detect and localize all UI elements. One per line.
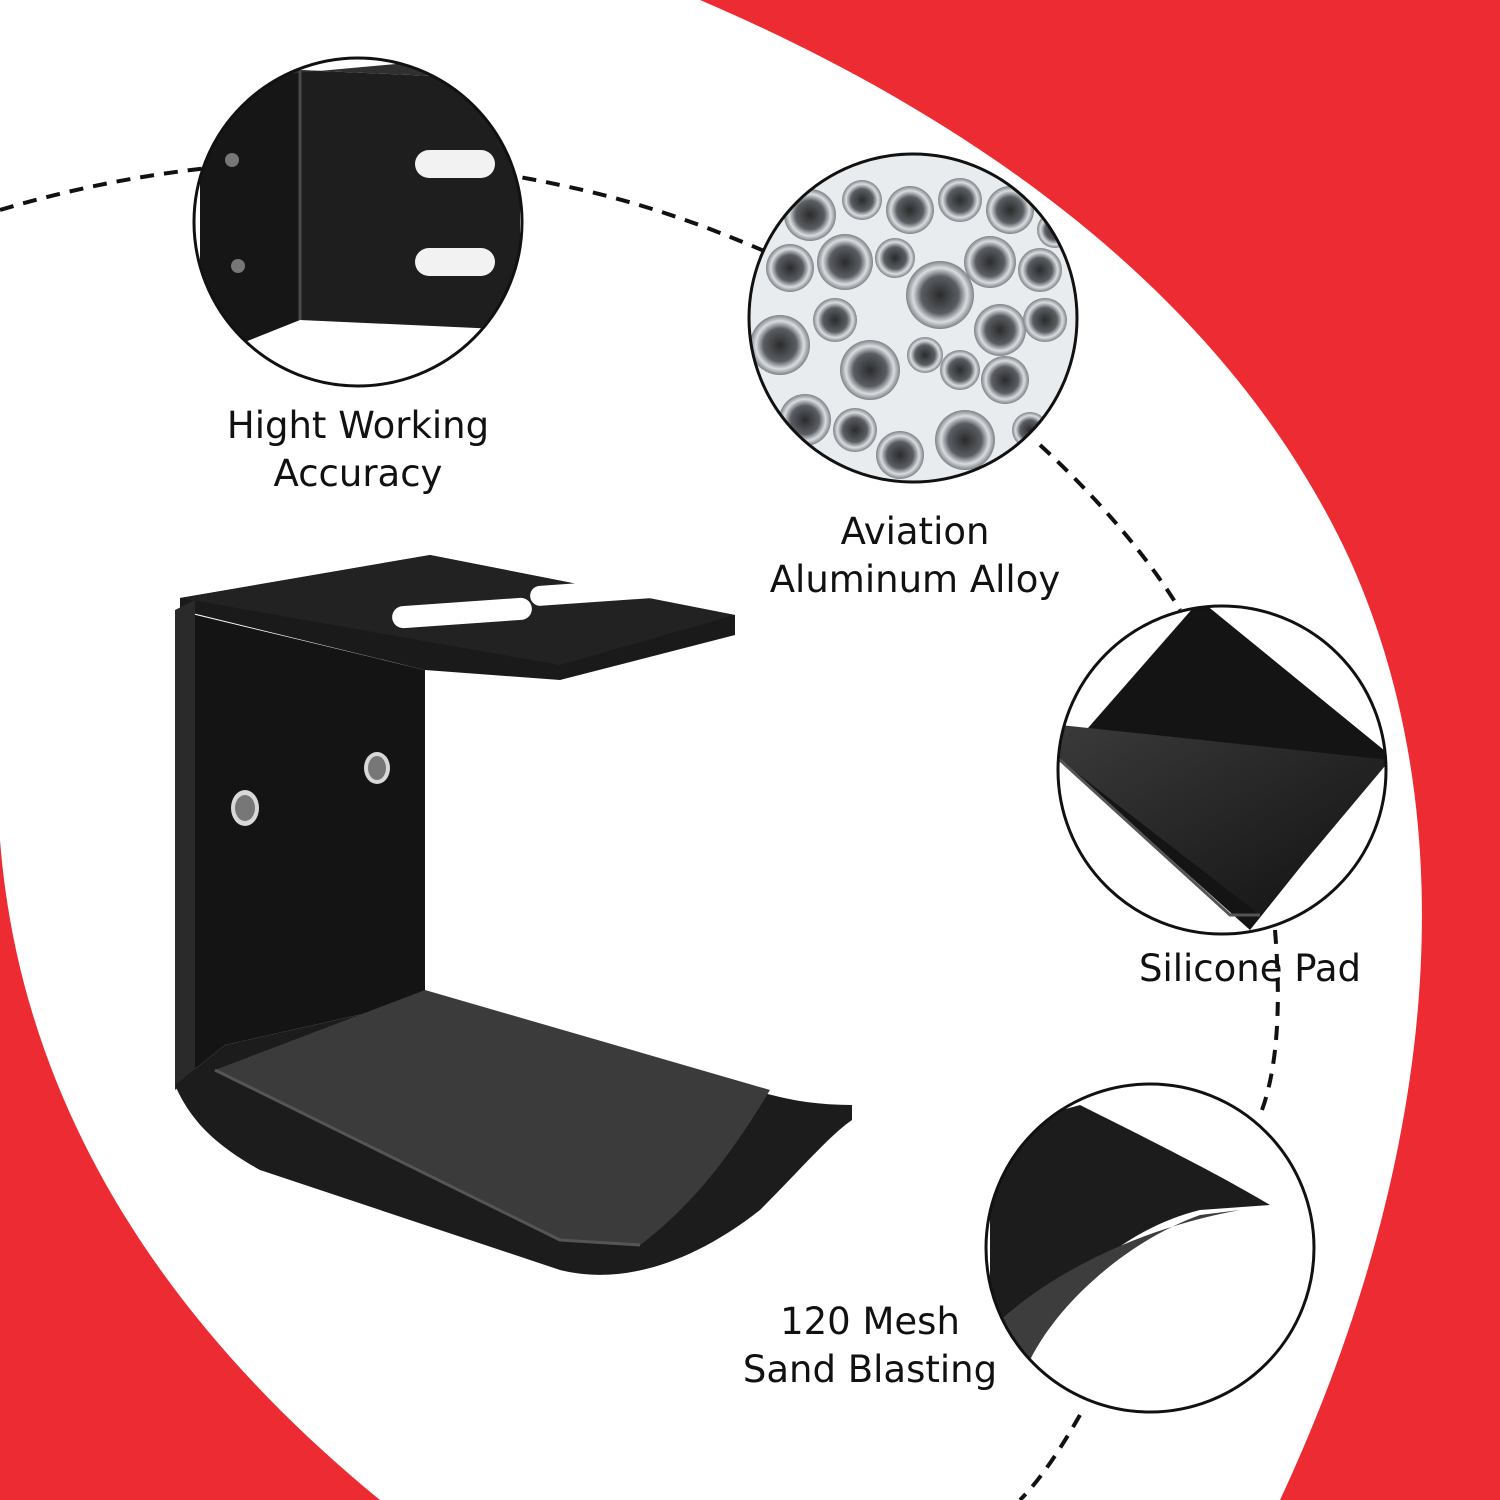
feature-label-silicone-line1: Silicone Pad [1138, 947, 1362, 990]
accuracy-detail-image [194, 58, 522, 386]
headphone-stand-product [175, 555, 852, 1275]
feature-label-accuracy: Hight Working Accuracy [198, 402, 518, 498]
feature-label-alloy-line1: Aviation [840, 510, 990, 553]
feature-label-alloy: Aviation Aluminum Alloy [745, 508, 1085, 604]
feature-label-sand: 120 Mesh Sand Blasting [720, 1298, 1020, 1394]
red-swoosh-left [0, 840, 380, 1500]
alloy-detail-image [749, 154, 1077, 482]
dashed-connector-curve-bottom [1018, 1414, 1082, 1500]
alloy-circle-frame [747, 152, 1079, 484]
feature-label-sand-line1: 120 Mesh [780, 1300, 960, 1343]
feature-label-accuracy-line2: Accuracy [273, 452, 443, 495]
feature-label-alloy-line2: Aluminum Alloy [769, 558, 1061, 601]
silicone-detail-image [1058, 606, 1386, 934]
feature-label-sand-line2: Sand Blasting [742, 1348, 998, 1391]
feature-label-silicone: Silicone Pad [1110, 945, 1390, 993]
sand-detail-image [986, 1084, 1314, 1412]
dashed-connector-curve-right [1038, 443, 1182, 612]
silicone-circle-frame [1056, 604, 1388, 936]
red-swoosh-right [700, 0, 1500, 1500]
feature-label-accuracy-line1: Hight Working [226, 404, 490, 447]
accuracy-circle-frame [192, 56, 524, 388]
sand-circle-frame [984, 1082, 1316, 1414]
